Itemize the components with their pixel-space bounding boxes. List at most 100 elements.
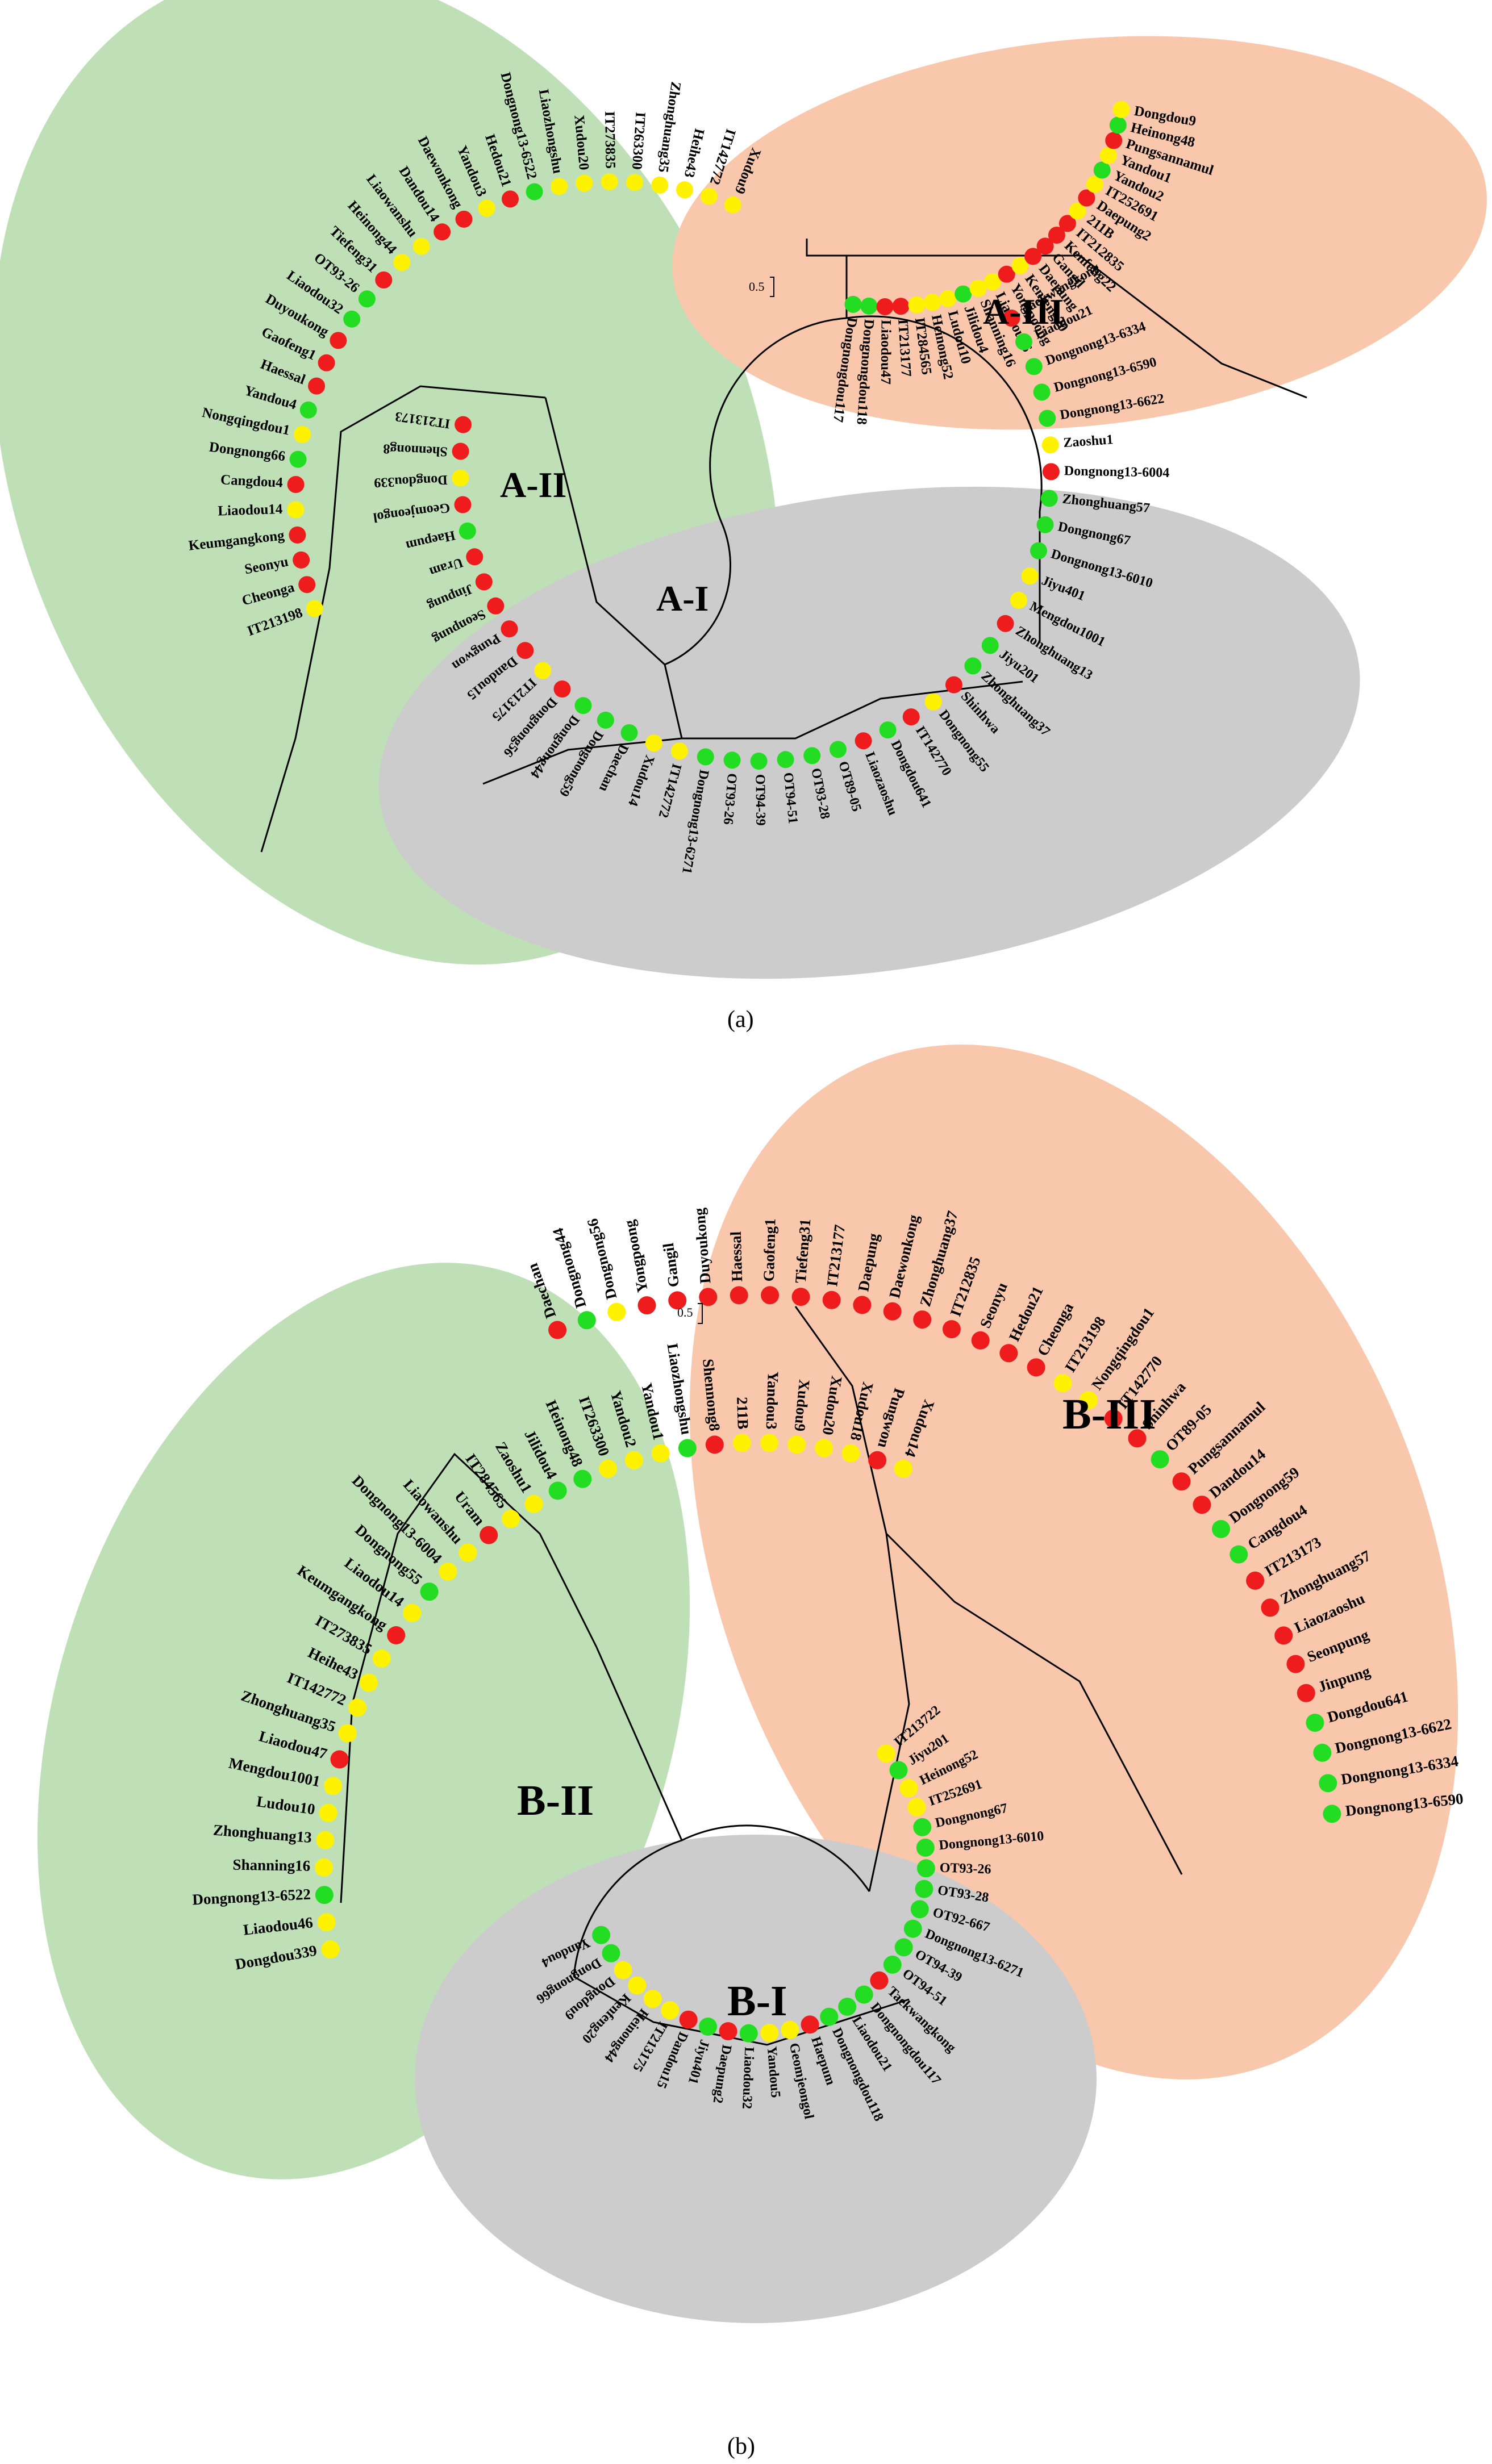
leaf-marker-red: [971, 1331, 990, 1350]
leaf-marker-yellow: [1010, 591, 1027, 609]
leaf-label: IT263300: [629, 111, 648, 170]
leaf-marker-green: [894, 1938, 913, 1957]
leaf-marker-red: [1058, 215, 1076, 232]
scale-label-b: 0.5: [677, 1305, 693, 1319]
leaf-marker-green: [1040, 490, 1058, 507]
leaf-marker-green: [844, 295, 862, 313]
leaf-marker-red: [761, 1286, 780, 1305]
leaf-marker-red: [942, 1320, 961, 1339]
clade-a-iii-background: [672, 36, 1487, 430]
tree-a-branches: [260, 239, 1307, 853]
leaf-marker-green: [699, 2018, 718, 2036]
leaf-marker-yellow: [907, 1798, 926, 1816]
leaf-marker-green: [777, 751, 794, 769]
leaf-marker-green: [739, 2024, 758, 2043]
leaf-marker-yellow: [502, 1510, 520, 1528]
leaf-marker-green: [723, 751, 741, 769]
leaf-marker-red: [868, 1451, 887, 1469]
tree-leaf: Haessal: [727, 1231, 748, 1305]
leaf-marker-red: [853, 1296, 872, 1314]
leaf-marker-yellow: [624, 1451, 643, 1469]
leaf-marker-red: [318, 354, 335, 371]
leaf-marker-green: [1015, 333, 1032, 350]
leaf-marker-red: [1246, 1571, 1265, 1590]
leaf-marker-green: [577, 1311, 596, 1330]
leaf-marker-red: [387, 1626, 406, 1644]
leaf-marker-yellow: [899, 1779, 918, 1798]
tree-leaf: Shanning16: [232, 1856, 334, 1877]
leaf-marker-green: [915, 1880, 933, 1898]
leaf-marker-red: [330, 332, 347, 349]
leaf-marker-yellow: [894, 1459, 912, 1478]
leaf-marker-yellow: [317, 1913, 336, 1932]
leaf-marker-yellow: [724, 196, 741, 214]
tree-leaf: OT94-39: [750, 753, 768, 826]
leaf-marker-yellow: [841, 1444, 860, 1463]
leaf-marker-green: [358, 290, 376, 308]
leaf-label: Shennong8: [383, 441, 448, 459]
leaf-marker-red: [637, 1296, 656, 1315]
leaf-marker-yellow: [338, 1724, 357, 1743]
leaf-marker-red: [679, 2010, 698, 2029]
clade-b-i-background: [415, 1835, 1097, 2323]
leaf-marker-red: [801, 2015, 819, 2034]
leaf-marker-red: [1286, 1655, 1305, 1673]
leaf-marker-green: [678, 1439, 697, 1457]
leaf-marker-green: [883, 1955, 902, 1974]
leaf-marker-red: [553, 680, 571, 698]
leaf-label: Dongnong13-6004: [1064, 463, 1170, 481]
leaf-marker-green: [855, 1985, 873, 2004]
leaf-marker-yellow: [294, 425, 311, 443]
tree-leaf: IT263300: [626, 111, 648, 191]
leaf-marker-green: [289, 450, 307, 468]
tree-leaf: Yandou3: [760, 1371, 782, 1452]
leaf-marker-green: [1030, 542, 1047, 559]
leaf-marker-red: [1172, 1472, 1191, 1491]
leaf-marker-green: [459, 522, 476, 540]
leaf-marker-yellow: [321, 1940, 340, 1958]
leaf-marker-yellow: [478, 199, 495, 217]
tree-leaf: Dongnong56: [584, 1217, 626, 1321]
leaf-marker-yellow: [599, 1459, 618, 1478]
leaf-marker-yellow: [732, 1434, 751, 1452]
leaf-marker-red: [876, 298, 894, 315]
leaf-marker-red: [375, 271, 393, 289]
leaf-marker-yellow: [287, 501, 305, 519]
leaf-marker-green: [1230, 1545, 1248, 1564]
leaf-marker-red: [480, 1526, 498, 1544]
leaf-marker-yellow: [316, 1831, 335, 1849]
leaf-marker-green: [830, 741, 847, 758]
leaf-marker-red: [330, 1750, 349, 1769]
leaf-marker-yellow: [787, 1435, 806, 1454]
tree-leaf: Liaodou47: [876, 298, 894, 385]
leaf-marker-green: [903, 1919, 922, 1938]
leaf-marker-red: [892, 298, 910, 315]
leaf-marker-yellow: [924, 294, 941, 311]
leaf-marker-red: [487, 597, 505, 615]
leaf-marker-red: [1104, 1409, 1123, 1428]
leaf-marker-red: [466, 548, 484, 566]
leaf-marker-green: [916, 1838, 935, 1857]
leaf-marker-red: [1274, 1626, 1293, 1645]
leaf-marker-green: [548, 1481, 567, 1500]
panel-b-caption: (b): [727, 2433, 755, 2459]
leaf-marker-red: [1297, 1684, 1315, 1702]
leaf-marker-green: [597, 711, 614, 729]
leaf-marker-yellow: [700, 187, 718, 205]
leaf-marker-yellow: [534, 662, 552, 679]
leaf-marker-yellow: [403, 1603, 422, 1622]
leaf-marker-yellow: [1099, 147, 1117, 164]
leaf-marker-yellow: [651, 1444, 670, 1463]
leaf-label: Liaodou32: [739, 2047, 756, 2109]
scale-bar-b: 0.5: [677, 1303, 703, 1324]
tree-leaf: Liaodou32: [739, 2024, 758, 2110]
leaf-label: OT94-39: [752, 774, 768, 826]
leaf-marker-red: [287, 476, 305, 493]
leaf-marker-green: [697, 748, 714, 766]
clade-a-ii-label: A-II: [500, 465, 566, 505]
leaf-label: Zhonghuang35: [655, 81, 684, 173]
leaf-marker-green: [889, 1761, 908, 1780]
leaf-marker-green: [1323, 1805, 1341, 1823]
leaf-label: Duyoukong: [691, 1207, 714, 1284]
